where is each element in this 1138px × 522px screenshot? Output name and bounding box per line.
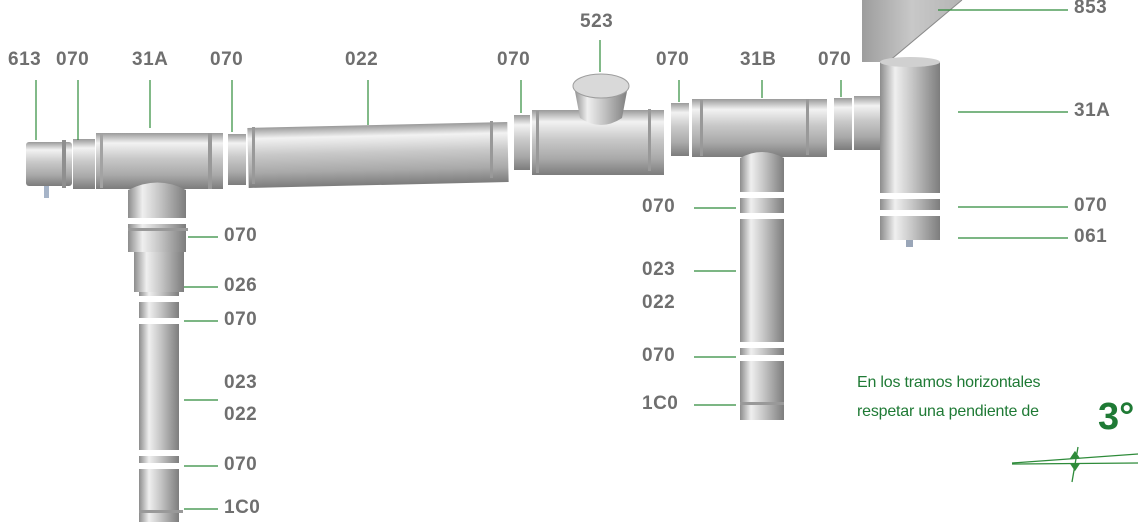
slope-note-line1: En los tramos horizontales xyxy=(857,374,1041,391)
label-061: 061 xyxy=(1074,226,1108,247)
label-070-b: 070 xyxy=(210,49,244,70)
label-022-top: 022 xyxy=(345,49,379,70)
label-left-070-1: 070 xyxy=(224,225,258,246)
label-mid-070-2: 070 xyxy=(642,345,676,366)
label-mid-023: 023 xyxy=(642,259,676,280)
label-left-026: 026 xyxy=(224,275,258,296)
label-070-a: 070 xyxy=(56,49,90,70)
label-853: 853 xyxy=(1074,0,1108,18)
slope-degrees: 3° xyxy=(1098,396,1135,438)
label-31a-right: 31A xyxy=(1074,100,1111,121)
slope-indicator xyxy=(1011,446,1138,483)
label-523: 523 xyxy=(580,11,614,32)
middle-vertical-pipe xyxy=(738,152,786,420)
label-070-d: 070 xyxy=(656,49,690,70)
label-left-023: 023 xyxy=(224,372,258,393)
label-613: 613 xyxy=(8,49,42,70)
label-left-1c0: 1C0 xyxy=(224,497,261,518)
right-vertical-pipe xyxy=(880,57,942,247)
label-070-e: 070 xyxy=(818,49,852,70)
label-mid-070-1: 070 xyxy=(642,196,676,217)
label-left-070-3: 070 xyxy=(224,454,258,475)
label-left-022: 022 xyxy=(224,404,258,425)
leader-lines xyxy=(35,9,1068,510)
appliance-hood xyxy=(862,0,962,62)
label-070-right: 070 xyxy=(1074,195,1108,216)
label-070-c: 070 xyxy=(497,49,531,70)
label-mid-022: 022 xyxy=(642,292,676,313)
left-vertical-pipe xyxy=(128,182,188,522)
label-left-070-2: 070 xyxy=(224,309,258,330)
label-31a-top: 31A xyxy=(132,49,169,70)
label-31b: 31B xyxy=(740,49,777,70)
tee-cap-523 xyxy=(572,73,630,125)
slope-note-line2: respetar una pendiente de xyxy=(857,403,1039,420)
label-mid-1c0: 1C0 xyxy=(642,393,679,414)
